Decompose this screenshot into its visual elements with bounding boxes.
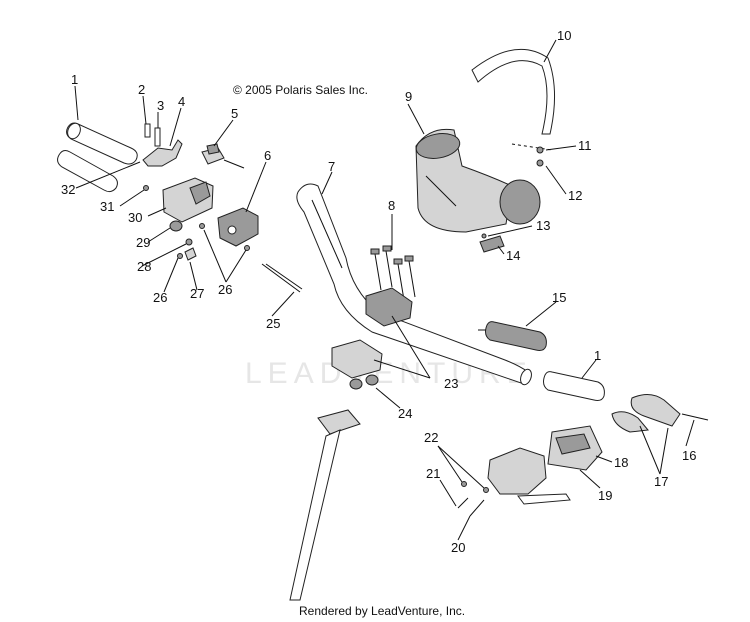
callout-14: 14: [506, 248, 520, 263]
callout-17: 17: [654, 474, 668, 489]
part-nut-24b: [365, 374, 379, 386]
part-switch: [201, 143, 245, 169]
callout-28: 28: [137, 259, 151, 274]
callout-7: 7: [328, 159, 335, 174]
callout-26a: 26: [153, 290, 167, 305]
callout-16: 16: [682, 448, 696, 463]
part-screw-13: [481, 233, 487, 239]
callout-15: 15: [552, 290, 566, 305]
callout-21: 21: [426, 466, 440, 481]
part-pin: [144, 123, 151, 138]
part-bolts: [370, 245, 416, 301]
part-screw-28: [185, 238, 193, 246]
callout-1: 1: [71, 72, 78, 87]
part-visor: [471, 48, 556, 135]
part-left-grip: [66, 122, 138, 165]
part-screw-12: [536, 159, 544, 167]
part-right-bar-tube: [543, 371, 605, 401]
part-bracket: [479, 235, 505, 253]
part-throttle-lever: [142, 139, 183, 167]
part-bar-end-guard: [611, 394, 681, 433]
callout-32: 32: [61, 182, 75, 197]
callout-25: 25: [266, 316, 280, 331]
part-screw-22b: [483, 487, 489, 493]
callout-1b: 1: [594, 348, 601, 363]
callout-27: 27: [190, 286, 204, 301]
callout-12: 12: [568, 188, 582, 203]
part-handlebar-pod: [415, 128, 541, 233]
part-spring: [154, 127, 161, 147]
callout-13: 13: [536, 218, 550, 233]
callout-3: 3: [157, 98, 164, 113]
part-nut-29: [169, 220, 183, 232]
part-brake-master: [487, 447, 571, 505]
part-bar-end-tube: [57, 150, 118, 193]
callout-19: 19: [598, 488, 612, 503]
callout-29: 29: [136, 235, 150, 250]
callout-24: 24: [398, 406, 412, 421]
part-throttle-housing: [162, 177, 214, 223]
leader-lines: [74, 39, 695, 541]
copyright-text: © 2005 Polaris Sales Inc.: [233, 83, 368, 97]
part-handlebar: [296, 183, 532, 386]
callout-4: 4: [178, 94, 185, 109]
callout-31: 31: [100, 199, 114, 214]
callout-11: 11: [578, 138, 592, 153]
part-clamp-lower: [331, 339, 383, 379]
part-control-housing: [547, 425, 603, 471]
part-screw-26c: [199, 223, 205, 229]
part-nut-24a: [349, 378, 363, 390]
callout-10: 10: [557, 28, 571, 43]
callout-5: 5: [231, 106, 238, 121]
part-right-grip: [478, 321, 547, 351]
callout-2: 2: [138, 82, 145, 97]
part-screw-22a: [461, 481, 467, 487]
callout-18: 18: [614, 455, 628, 470]
part-clamp-upper: [365, 287, 413, 327]
callout-8: 8: [388, 198, 395, 213]
part-screw-21: [457, 497, 469, 509]
callout-23: 23: [444, 376, 458, 391]
part-bolt-16: [681, 413, 709, 421]
part-screw-26b: [244, 245, 250, 251]
callout-9: 9: [405, 89, 412, 104]
part-clip: [184, 247, 197, 261]
callout-22: 22: [424, 430, 438, 445]
part-screw-26a: [177, 253, 183, 259]
callout-20: 20: [451, 540, 465, 555]
part-steering-post: [289, 409, 361, 601]
callout-30: 30: [128, 210, 142, 225]
part-ball: [143, 185, 149, 191]
callout-26b: 26: [218, 282, 232, 297]
part-screw-11: [536, 146, 544, 154]
part-housing-cover: [217, 207, 259, 247]
callout-6: 6: [264, 148, 271, 163]
footer-text: Rendered by LeadVenture, Inc.: [299, 604, 465, 618]
part-screw-20: [469, 499, 485, 517]
part-cable: [261, 263, 301, 293]
